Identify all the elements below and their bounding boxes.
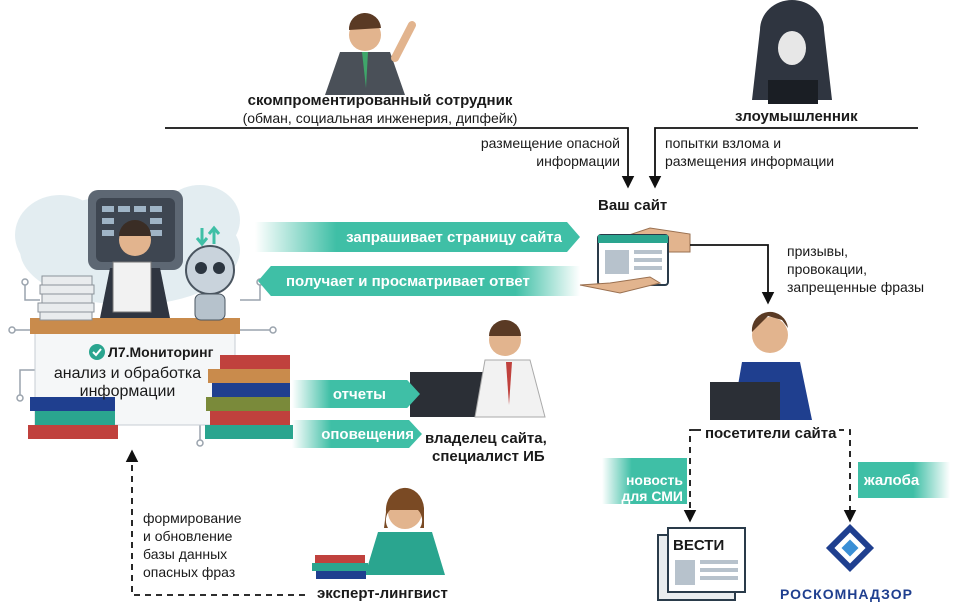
complaint-label: жалоба <box>864 471 920 489</box>
owner-figure <box>410 320 546 418</box>
media-label-2: для СМИ <box>621 488 684 504</box>
newspaper-icon <box>657 527 746 601</box>
book-stack-left <box>28 397 118 439</box>
compromised-action-1: размещение опасной <box>480 135 620 151</box>
website-page-icon <box>579 227 691 294</box>
flow-lines <box>165 127 918 305</box>
system-description-2: информации <box>79 383 176 400</box>
visitors-title: посетители сайта <box>702 425 840 443</box>
calls-line-2: провокации, <box>787 261 867 277</box>
alerts-label: оповещения <box>321 425 414 443</box>
alerts-banner: оповещения <box>292 420 422 448</box>
owner-title-1: владелец сайта, <box>425 430 547 447</box>
regulator-name: РОСКОМНАДЗОР <box>780 586 913 602</box>
response-banner: получает и просматривает ответ <box>258 266 580 296</box>
attacker-action-1: попытки взлома и <box>665 135 782 151</box>
system-logo-text: Л7.Мониторинг <box>108 344 214 360</box>
compromised-employee-figure <box>325 12 416 95</box>
linguist-figure <box>312 487 445 579</box>
database-line-1: формирование <box>143 510 242 526</box>
dashed-lines <box>125 429 857 596</box>
request-banner: запрашивает страницу сайта <box>255 222 580 252</box>
compromised-employee-subtitle: (обман, социальная инженерия, дипфейк) <box>242 110 518 126</box>
owner-title-2: специалист ИБ <box>432 448 545 465</box>
media-label-1: новость <box>625 472 683 488</box>
regulator-logo <box>825 523 875 573</box>
newspaper-title: ВЕСТИ <box>673 537 725 554</box>
request-label: запрашивает страницу сайта <box>346 228 562 246</box>
complaint-banner: жалоба <box>858 462 950 498</box>
response-label: получает и просматривает ответ <box>286 272 530 290</box>
compromised-action-2: информации <box>536 153 620 169</box>
database-line-2: и обновление <box>143 528 233 544</box>
database-line-4: опасных фраз <box>143 564 236 580</box>
monitoring-system <box>30 190 240 426</box>
calls-line-1: призывы, <box>787 243 849 259</box>
attacker-title: злоумышленник <box>735 108 858 125</box>
reports-banner: отчеты <box>292 380 420 408</box>
book-stack-right <box>205 355 293 439</box>
compromised-employee-title: скомпроментированный сотрудник <box>247 92 513 109</box>
reports-label: отчеты <box>332 385 386 403</box>
visitor-figure <box>710 311 812 420</box>
site-title: Ваш сайт <box>598 197 668 214</box>
media-banner: новость для СМИ <box>602 458 687 504</box>
system-description-1: анализ и обработка <box>53 365 202 382</box>
linguist-title: эксперт-лингвист <box>317 585 448 602</box>
attacker-figure <box>752 0 832 104</box>
attacker-action-2: размещения информации <box>665 153 835 169</box>
calls-line-3: запрещенные фразы <box>787 279 925 295</box>
database-line-3: базы данных <box>143 546 228 562</box>
